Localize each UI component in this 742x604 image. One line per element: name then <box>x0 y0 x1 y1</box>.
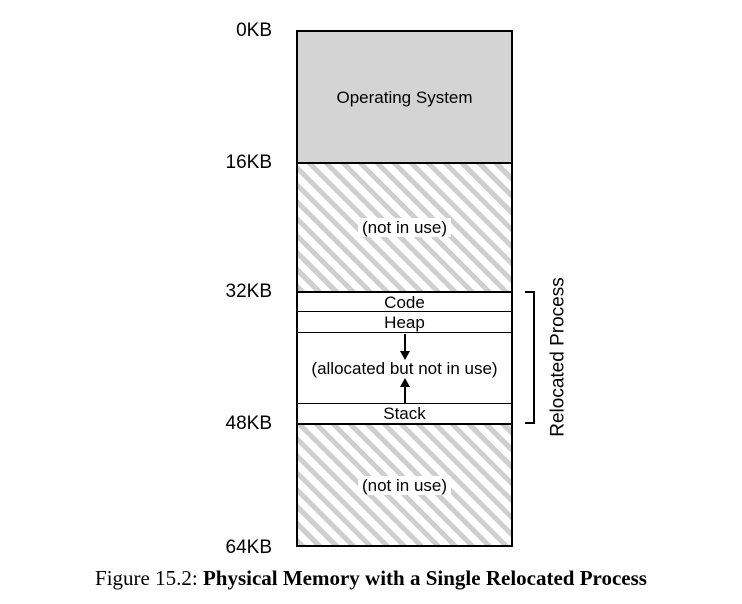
segment-label-stack: Stack <box>383 404 426 423</box>
address-label-16kb: 16KB <box>225 152 272 173</box>
segment-code: Code <box>298 293 511 311</box>
address-label-0kb: 0KB <box>236 20 272 41</box>
address-label-48kb: 48KB <box>225 413 272 434</box>
boundary-heap-free <box>298 332 511 333</box>
boundary-code-heap <box>298 311 511 312</box>
boundary-48kb <box>298 423 511 425</box>
segment-stack: Stack <box>298 404 511 423</box>
figure-caption: Figure 15.2: Physical Memory with a Sing… <box>0 566 742 591</box>
physical-memory-column: Operating System (not in use) Code Heap … <box>296 30 513 547</box>
address-label-64kb: 64KB <box>225 537 272 558</box>
segment-label-allocated-free: (allocated but not in use) <box>311 358 498 378</box>
relocated-process-bracket-icon <box>525 291 535 424</box>
segment-heap: Heap <box>298 312 511 332</box>
segment-label-free-lower: (not in use) <box>357 475 452 495</box>
segment-free-upper: (not in use) <box>298 164 511 291</box>
segment-label-operating-system: Operating System <box>336 87 473 107</box>
figure-caption-number: Figure 15.2: <box>95 566 198 590</box>
segment-label-free-upper: (not in use) <box>357 218 452 237</box>
segment-label-code: Code <box>384 292 425 312</box>
segment-free-lower: (not in use) <box>298 425 511 545</box>
figure-caption-title: Physical Memory with a Single Relocated … <box>202 566 647 590</box>
address-label-32kb: 32KB <box>225 281 272 302</box>
segment-operating-system: Operating System <box>298 32 511 164</box>
heap-growth-arrow-icon <box>400 334 410 360</box>
relocated-process-label: Relocated Process <box>547 277 569 437</box>
segment-label-heap: Heap <box>384 312 425 332</box>
boundary-32kb <box>298 291 511 293</box>
stack-growth-arrow-icon <box>400 378 410 404</box>
